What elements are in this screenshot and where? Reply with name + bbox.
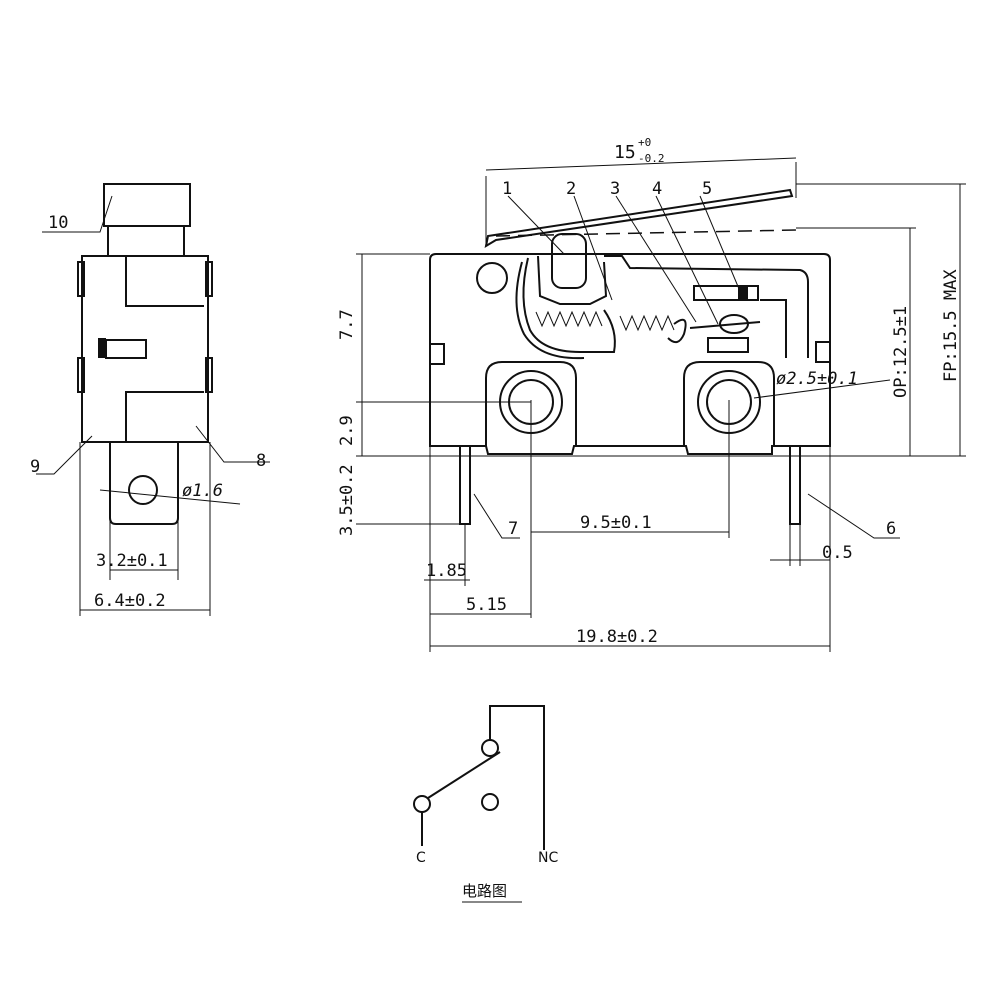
dim-side-hole-diameter: ø1.6 bbox=[182, 481, 223, 501]
circuit-diagram bbox=[413, 705, 545, 850]
terminal-nc-label: NC bbox=[538, 850, 558, 866]
side-view bbox=[36, 183, 270, 616]
part-label-5: 5 bbox=[702, 179, 712, 199]
dim-hole-offset: 2.9 bbox=[337, 415, 357, 446]
part-label-3: 3 bbox=[610, 179, 620, 199]
dim-lever-length: 15 bbox=[614, 142, 636, 163]
part-label-7: 7 bbox=[508, 519, 518, 539]
dim-operating-position: OP:12.5±1 bbox=[891, 306, 911, 398]
dim-pin-offset: 1.85 bbox=[426, 561, 467, 581]
circuit-labels: C NC 电路图 bbox=[416, 850, 558, 903]
dim-hole-diameter: ø2.5±0.1 bbox=[776, 369, 858, 389]
part-label-2: 2 bbox=[566, 179, 576, 199]
dim-hole-spacing: 9.5±0.1 bbox=[580, 513, 652, 533]
front-dimension-lines bbox=[356, 157, 966, 652]
dim-hole-from-edge: 5.15 bbox=[466, 595, 507, 615]
dim-pin-thickness: 0.5 bbox=[822, 543, 853, 563]
dim-lever-tol-upper: +0 bbox=[638, 136, 651, 149]
dim-body-height: 7.7 bbox=[337, 309, 357, 340]
dim-side-pin-width: 3.2±0.1 bbox=[96, 551, 168, 571]
part-label-8: 8 bbox=[256, 451, 266, 471]
front-view bbox=[429, 188, 831, 618]
side-view-labels: 10 9 8 ø1.6 3.2±0.1 6.4±0.2 bbox=[30, 213, 266, 611]
circuit-caption: 电路图 bbox=[462, 882, 507, 900]
dim-pin-length: 3.5±0.2 bbox=[337, 464, 357, 536]
dim-body-length: 19.8±0.2 bbox=[576, 627, 658, 647]
part-label-4: 4 bbox=[652, 179, 662, 199]
dim-free-position: FP:15.5 MAX bbox=[941, 269, 961, 382]
terminal-c-label: C bbox=[416, 850, 426, 866]
part-label-1: 1 bbox=[502, 179, 512, 199]
part-label-6: 6 bbox=[886, 519, 896, 539]
front-view-labels: 1 2 3 4 5 7 6 15 +0 -0.2 7.7 2.9 3.5±0.2… bbox=[337, 136, 961, 647]
part-label-9: 9 bbox=[30, 457, 40, 477]
part-label-10: 10 bbox=[48, 213, 68, 233]
dim-lever-tol-lower: -0.2 bbox=[638, 152, 665, 165]
dim-side-body-width: 6.4±0.2 bbox=[94, 591, 166, 611]
